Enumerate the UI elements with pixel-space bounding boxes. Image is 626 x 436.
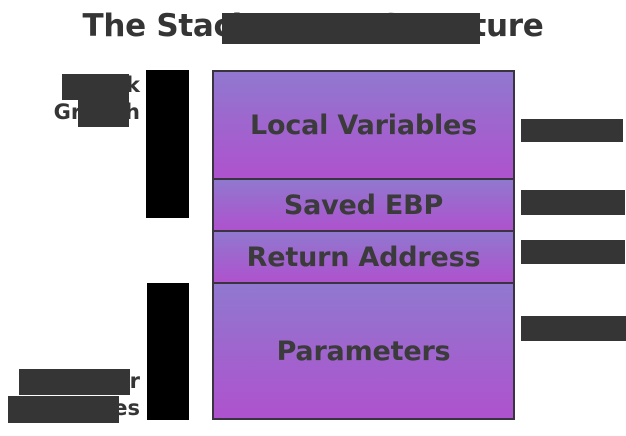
stack-frame-box: Local Variables Saved EBP Return Address… bbox=[212, 70, 515, 420]
stack-growth-redaction-bar-1 bbox=[62, 74, 129, 100]
stack-cell-return-address-label: Return Address bbox=[246, 241, 481, 273]
stack-cell-saved-ebp[interactable]: Saved EBP bbox=[214, 180, 513, 232]
stack-growth-redaction-bar-2 bbox=[78, 100, 129, 127]
stack-cell-parameters-label: Parameters bbox=[276, 335, 451, 367]
right-annotation-1-redaction-bar bbox=[521, 119, 623, 142]
lower-addresses-direction-bar bbox=[147, 283, 189, 420]
lower-addresses-redaction-bar-2 bbox=[8, 396, 119, 423]
stack-growth-direction-bar bbox=[146, 70, 189, 218]
stack-cell-parameters[interactable]: Parameters bbox=[214, 284, 513, 418]
stack-cell-saved-ebp-label: Saved EBP bbox=[283, 189, 444, 221]
lower-addresses-redaction-bar-1 bbox=[19, 369, 130, 395]
right-annotation-3-redaction-bar bbox=[521, 240, 625, 264]
right-annotation-4-redaction-bar bbox=[521, 316, 626, 341]
stack-cell-local-variables-label: Local Variables bbox=[249, 109, 478, 141]
stack-cell-return-address[interactable]: Return Address bbox=[214, 232, 513, 284]
right-annotation-2-redaction-bar bbox=[521, 190, 625, 215]
title-redaction-bar bbox=[222, 13, 480, 44]
stack-cell-local-variables[interactable]: Local Variables bbox=[214, 72, 513, 180]
